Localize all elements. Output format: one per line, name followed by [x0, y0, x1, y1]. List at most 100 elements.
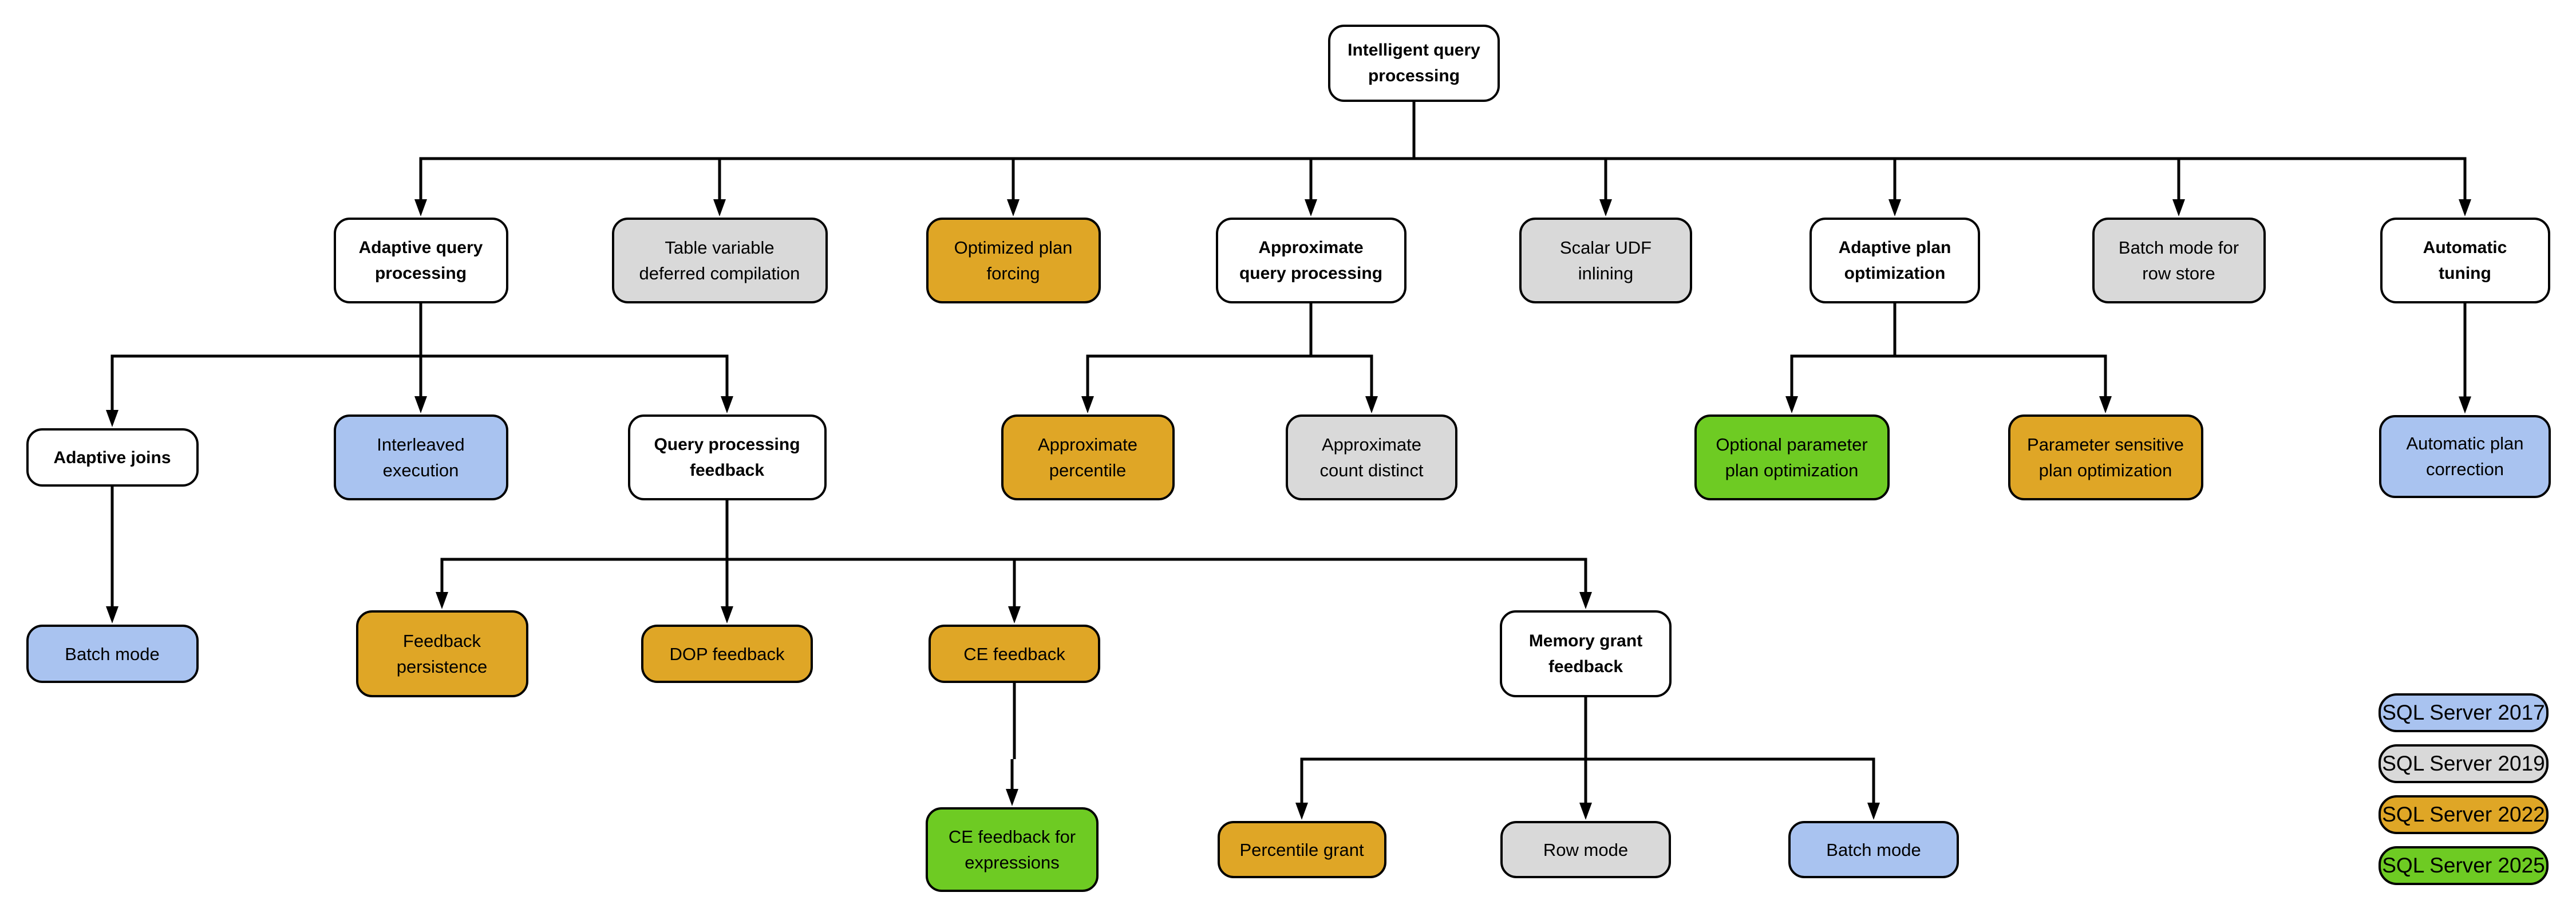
node-label-line: plan optimization	[1725, 460, 1859, 480]
legend-item-label: SQL Server 2025	[2382, 854, 2545, 877]
arrowhead-icon	[1888, 199, 1901, 216]
arrowhead-icon	[2172, 199, 2185, 216]
node-optional-parameter-plan-optimization: Optional parameter plan optimization	[1694, 414, 1890, 500]
node-scalar-udf-inlining: Scalar UDF inlining	[1519, 218, 1692, 303]
node-ce-feedback-for-expressions: CE feedback for expressions	[926, 807, 1099, 892]
node-label-line: processing	[374, 264, 467, 283]
node-label-line: count distinct	[1319, 460, 1424, 480]
node-label-line: Optimized plan	[954, 238, 1073, 258]
legend-item-sql2022: SQL Server 2022	[2379, 795, 2549, 834]
legend-item-sql2017: SQL Server 2017	[2379, 693, 2549, 732]
arrowhead-icon	[1365, 396, 1378, 413]
arrowhead-icon	[1008, 606, 1021, 623]
node-batch-mode-for-row-store: Batch mode for row store	[2092, 218, 2266, 303]
node-automatic-plan-correction: Automatic plan correction	[2379, 414, 2551, 498]
node-label-line: Adaptive plan	[1838, 238, 1951, 257]
node-label-line: correction	[2425, 459, 2504, 479]
node-label-line: Approximate	[1258, 238, 1364, 257]
node-label-line: Automatic plan	[2406, 433, 2524, 453]
arrowhead-icon	[1599, 199, 1612, 216]
node-label-line: Automatic	[2423, 238, 2507, 257]
arrowhead-icon	[1579, 803, 1592, 820]
node-label-line: Batch mode for	[2118, 238, 2239, 258]
node-batch-mode-memory-grant: Batch mode	[1788, 821, 1959, 878]
legend-item-label: SQL Server 2017	[2382, 701, 2545, 724]
arrowhead-icon	[414, 199, 427, 216]
node-label-line: Approximate	[1321, 435, 1422, 455]
node-label-line: query processing	[1239, 264, 1383, 283]
node-row-mode: Row mode	[1500, 821, 1671, 878]
arrowhead-icon	[106, 606, 118, 623]
node-label-line: Batch mode	[1826, 839, 1921, 860]
node-approximate-count-distinct: Approximate count distinct	[1286, 414, 1457, 500]
node-label-line: DOP feedback	[669, 643, 785, 664]
node-feedback-persistence: Feedback persistence	[355, 610, 528, 697]
node-dop-feedback: DOP feedback	[641, 625, 813, 683]
legend-item-sql2025: SQL Server 2025	[2379, 846, 2549, 885]
arrowhead-icon	[106, 410, 118, 427]
node-label-line: feedback	[689, 461, 765, 480]
node-label-line: Query processing	[654, 435, 800, 454]
arrowhead-icon	[1081, 396, 1094, 413]
node-label-line: Adaptive joins	[53, 448, 171, 467]
node-label-line: Percentile grant	[1239, 839, 1364, 860]
node-adaptive-joins: Adaptive joins	[26, 428, 199, 487]
node-label-line: CE feedback for	[948, 827, 1076, 847]
node-table-variable-deferred-compilation: Table variable deferred compilation	[611, 218, 828, 303]
legend-item-sql2019: SQL Server 2019	[2379, 744, 2549, 783]
node-label-line: Table variable	[665, 238, 775, 258]
node-label-line: Memory grant	[1528, 631, 1643, 650]
arrowhead-icon	[2099, 396, 2112, 413]
node-batch-mode-adaptive-joins: Batch mode	[26, 625, 199, 683]
node-label-line: Approximate	[1037, 435, 1138, 455]
node-label-line: optimization	[1844, 264, 1946, 283]
arrowhead-icon	[414, 396, 427, 413]
legend-item-label: SQL Server 2019	[2382, 752, 2545, 775]
node-label-line: Feedback	[402, 631, 481, 651]
node-intelligent-query-processing: Intelligent query processing	[1328, 24, 1500, 102]
arrowhead-icon	[721, 396, 733, 413]
node-adaptive-plan-optimization: Adaptive plan optimization	[1809, 218, 1980, 303]
arrowhead-icon	[1785, 396, 1798, 413]
node-label-line: deferred compilation	[639, 263, 800, 283]
arrowhead-icon	[2459, 199, 2471, 216]
node-optimized-plan-forcing: Optimized plan forcing	[926, 218, 1101, 303]
node-label-line: row store	[2142, 263, 2215, 283]
node-label-line: persistence	[396, 657, 488, 677]
arrowhead-icon	[713, 199, 726, 216]
node-percentile-grant: Percentile grant	[1217, 821, 1386, 878]
node-adaptive-query-processing: Adaptive query processing	[333, 218, 508, 303]
node-label-line: Parameter sensitive	[2027, 435, 2184, 455]
node-label-line: Row mode	[1543, 839, 1629, 860]
arrowhead-icon	[1295, 803, 1308, 820]
node-label-line: forcing	[986, 263, 1040, 283]
node-label-line: CE feedback	[963, 643, 1065, 664]
arrowhead-icon	[1867, 803, 1880, 820]
node-approximate-percentile: Approximate percentile	[1001, 414, 1175, 500]
node-memory-grant-feedback: Memory grant feedback	[1500, 610, 1672, 697]
node-label-line: feedback	[1548, 657, 1623, 676]
node-ce-feedback: CE feedback	[929, 625, 1100, 683]
node-label-line: percentile	[1049, 460, 1127, 480]
node-label-line: Interleaved	[377, 435, 465, 455]
node-interleaved-execution: Interleaved execution	[333, 414, 508, 500]
node-label-line: Intelligent query	[1348, 41, 1480, 60]
arrowhead-icon	[436, 592, 448, 609]
node-label-line: processing	[1368, 66, 1460, 85]
legend-item-label: SQL Server 2022	[2382, 803, 2545, 826]
node-label-line: Scalar UDF	[1559, 238, 1652, 258]
node-query-processing-feedback: Query processing feedback	[627, 414, 827, 500]
node-label-line: Batch mode	[65, 643, 160, 664]
node-label-line: execution	[382, 460, 459, 480]
node-label-line: inlining	[1578, 263, 1634, 283]
node-label-line: Optional parameter	[1716, 435, 1868, 455]
node-label-line: Adaptive query	[358, 238, 483, 257]
arrowhead-icon	[1305, 199, 1317, 216]
arrowhead-icon	[1579, 592, 1592, 609]
arrowhead-icon	[2459, 396, 2471, 414]
node-label-line: expressions	[965, 852, 1060, 872]
